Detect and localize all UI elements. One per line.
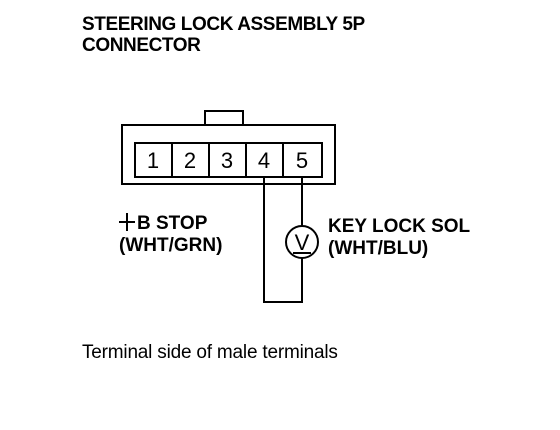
plus-icon — [119, 213, 135, 231]
pin-2-label: 2 — [184, 148, 196, 173]
test-wire-loop — [263, 177, 303, 303]
title-line-2: CONNECTOR — [82, 35, 201, 56]
key-lock-sol-wire-color: (WHT/BLU) — [328, 238, 428, 259]
b-stop-label: B STOP — [137, 213, 208, 234]
title-line-1: STEERING LOCK ASSEMBLY 5P — [82, 14, 365, 35]
voltmeter-symbol: V — [295, 230, 310, 255]
pin-1-label: 1 — [147, 148, 159, 173]
connector-housing — [121, 124, 336, 185]
diagram-title: STEERING LOCK ASSEMBLY 5P CONNECTOR — [82, 14, 365, 56]
pin-5-label: 5 — [296, 148, 308, 173]
pin-3-label: 3 — [221, 148, 233, 173]
voltmeter-icon — [285, 225, 319, 259]
pin-4-label: 4 — [258, 148, 270, 173]
b-stop-wire-color: (WHT/GRN) — [119, 235, 222, 256]
diagram-caption: Terminal side of male terminals — [82, 342, 338, 363]
terminal-frame — [134, 142, 323, 178]
connector-lock-tab — [204, 110, 244, 127]
key-lock-sol-label: KEY LOCK SOL — [328, 216, 471, 237]
